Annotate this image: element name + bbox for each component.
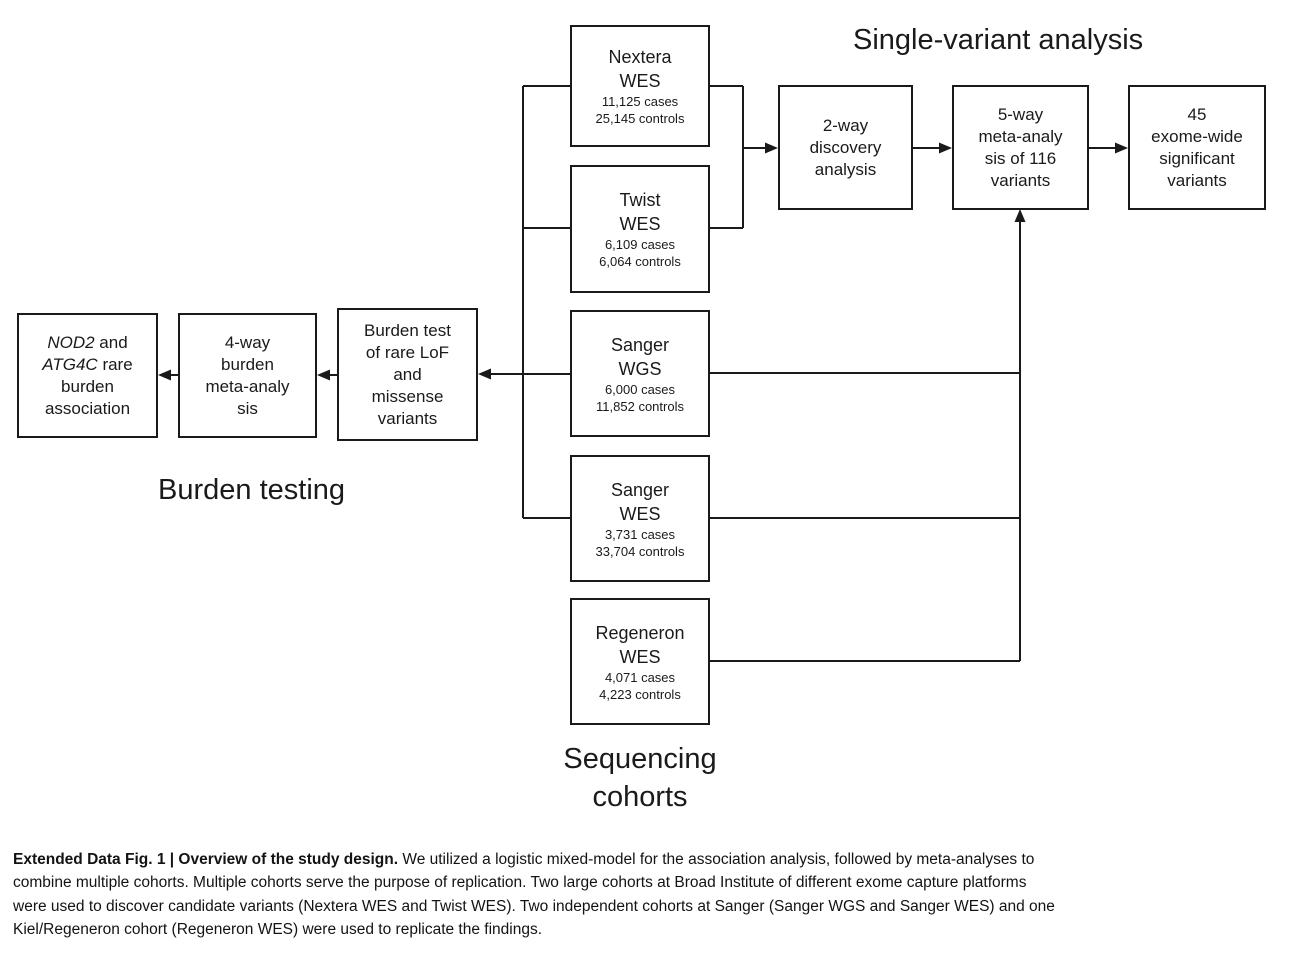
box-text-line: sis — [237, 398, 258, 418]
cohort-cases: 3,731 cases — [604, 526, 676, 542]
box-text-line: 45 — [1187, 104, 1207, 124]
cohort-controls: 11,852 controls — [596, 398, 684, 414]
cohort-name-line: Twist — [619, 190, 661, 210]
label-burden-testing: Burden testing — [158, 474, 346, 506]
label-sequencing-cohorts: Sequencing cohorts — [505, 740, 775, 816]
box-text-line: 2-way — [822, 115, 869, 135]
box-text-line: meta-analy — [978, 126, 1063, 146]
cohort-name-line: Regeneron — [595, 622, 685, 643]
box-twist-wes: Twist WES 6,109 cases 6,064 controls — [570, 165, 710, 293]
box-text-line: 4-way — [224, 332, 271, 352]
arrowhead-into-45-box — [1115, 142, 1128, 154]
box-text-line: missense — [371, 386, 444, 406]
connector-left-trunk — [490, 85, 570, 519]
caption-line-2: combine multiple cohorts. Multiple cohor… — [13, 874, 1027, 891]
cohort-controls: 4,223 controls — [599, 686, 681, 702]
box-text-line: burden — [61, 376, 114, 396]
cohort-name-line: WES — [619, 646, 661, 667]
connector-right-bracket — [710, 85, 766, 229]
box-text-line: variants — [377, 408, 438, 428]
box-text-line: discovery — [809, 137, 882, 157]
caption-title: Extended Data Fig. 1 | Overview of the s… — [13, 850, 399, 868]
caption-text-fragment: We utilized a logistic mixed-model for t… — [398, 850, 1035, 868]
box-4way-burden-meta-analysis: 4-way burden meta-analy sis — [178, 313, 317, 438]
connector-replication-lines — [710, 221, 1021, 662]
box-text-fragment: rare — [97, 354, 133, 374]
box-sanger-wgs: Sanger WGS 6,000 cases 11,852 controls — [570, 310, 710, 437]
box-regeneron-wes: Regeneron WES 4,071 cases 4,223 controls — [570, 598, 710, 725]
box-text-line: burden — [221, 354, 274, 374]
box-text-line: exome-wide — [1151, 126, 1243, 146]
cohort-name-line: WES — [619, 503, 661, 524]
box-45-exome-wide-significant-variants: 45 exome-wide significant variants — [1128, 85, 1266, 210]
cohort-cases: 6,000 cases — [604, 381, 676, 397]
cohort-name-line: Sanger — [610, 479, 670, 500]
gene-name-nod2: NOD2 — [47, 332, 95, 352]
cohort-controls: 25,145 controls — [595, 111, 685, 126]
caption-line-4: Kiel/Regeneron cohort (Regeneron WES) we… — [13, 921, 543, 938]
box-text-line: NOD2 and — [47, 332, 127, 354]
box-text-line: variants — [990, 170, 1051, 190]
box-text-line: ATG4C rare — [42, 354, 132, 376]
cohort-cases: 11,125 cases — [601, 94, 679, 109]
arrowhead-into-nod2 — [158, 369, 171, 381]
caption-line-3: were used to discover candidate variants… — [13, 897, 1055, 915]
label-sequencing-line2: cohorts — [592, 781, 688, 813]
cohort-controls: 6,064 controls — [599, 254, 681, 269]
box-5way-meta-analysis: 5-way meta-analy sis of 116 variants — [952, 85, 1089, 210]
cohort-name-line: Sanger — [610, 334, 670, 355]
box-text-line: Burden test — [364, 320, 451, 340]
box-text-line: sis of 116 — [984, 148, 1057, 168]
box-burden-test: Burden test of rare LoF and missense var… — [337, 308, 478, 441]
arrowhead-into-2way — [765, 142, 778, 154]
box-text-line: significant — [1159, 148, 1235, 168]
figure-caption: Extended Data Fig. 1 | Overview of the s… — [13, 848, 1287, 942]
cohort-name-line: Nextera — [608, 47, 672, 67]
cohort-name-line: WGS — [618, 358, 662, 379]
box-text-fragment: and — [94, 332, 128, 352]
caption-line-1: Extended Data Fig. 1 | Overview of the s… — [13, 848, 1287, 872]
cohort-cases: 4,071 cases — [604, 669, 676, 685]
box-text-line: and — [393, 364, 422, 384]
gene-name-atg4c: ATG4C — [42, 354, 98, 374]
label-sequencing-line1: Sequencing — [563, 743, 717, 775]
box-sanger-wes: Sanger WES 3,731 cases 33,704 controls — [570, 455, 710, 582]
arrowhead-into-5way — [939, 142, 952, 154]
label-single-variant-analysis: Single-variant analysis — [853, 24, 1144, 56]
cohort-name-line: WES — [619, 71, 661, 91]
box-text-line: association — [44, 398, 131, 418]
box-text-line: 5-way — [997, 104, 1044, 124]
box-text-line: of rare LoF — [365, 342, 450, 362]
arrowhead-into-4way — [317, 369, 330, 381]
cohort-name-line: WES — [619, 214, 661, 234]
box-nod2-atg4c-burden-association: NOD2 and ATG4C rare burden association — [17, 313, 158, 438]
arrowhead-into-burden-test — [478, 368, 491, 380]
box-text-line: variants — [1167, 170, 1227, 190]
box-text-line: meta-analy — [205, 376, 290, 396]
cohort-controls: 33,704 controls — [595, 543, 685, 559]
box-text-line: analysis — [814, 159, 877, 179]
arrowhead-into-5way-bottom — [1014, 209, 1026, 222]
box-nextera-wes: Nextera WES 11,125 cases 25,145 controls — [570, 25, 710, 147]
box-2way-discovery-analysis: 2-way discovery analysis — [778, 85, 913, 210]
cohort-cases: 6,109 cases — [604, 237, 676, 252]
